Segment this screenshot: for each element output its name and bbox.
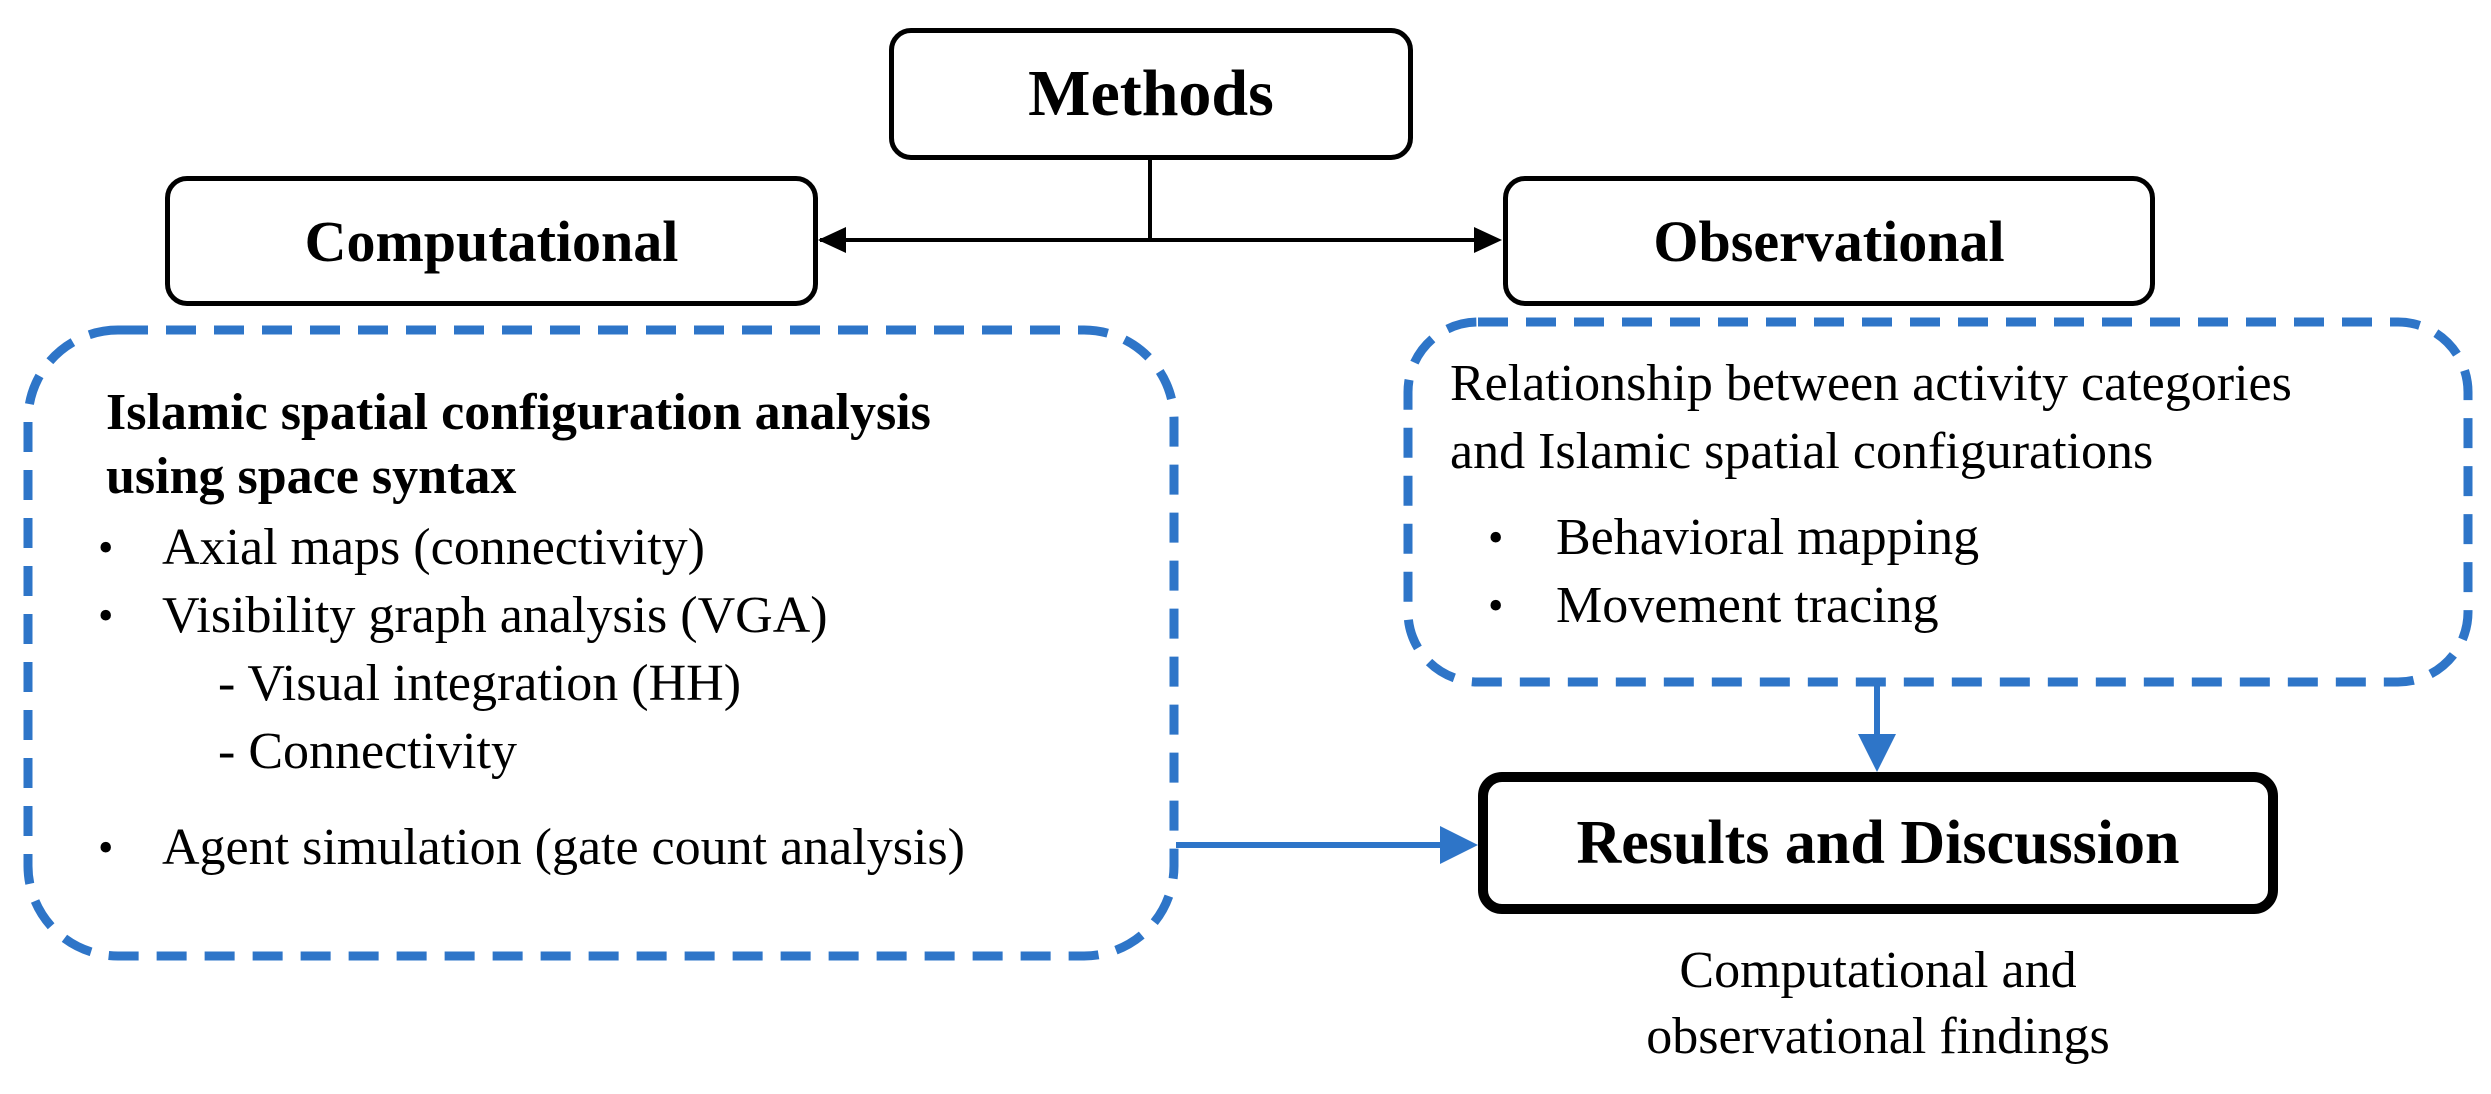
- bullet-dot: •: [98, 823, 114, 872]
- observational-description-line2: and Islamic spatial configurations: [1450, 423, 2154, 480]
- list-item-agent-simulation: Agent simulation (gate count analysis): [162, 819, 965, 876]
- list-item-behavioral-mapping: Behavioral mapping: [1556, 509, 1980, 566]
- arrowhead-results-top: [1858, 734, 1896, 772]
- computational-label: Computational: [304, 208, 679, 274]
- bullet-dot: •: [1488, 513, 1504, 562]
- observational-panel: Relationship between activity categories…: [1408, 322, 2468, 682]
- bullet-dot: •: [98, 591, 114, 640]
- methods-box: Methods: [889, 28, 1413, 160]
- computational-box: Computational: [165, 176, 818, 306]
- arrowhead-computational: [818, 227, 846, 253]
- observational-label: Observational: [1653, 208, 2005, 274]
- arrowhead-results-left: [1440, 826, 1478, 864]
- observational-box: Observational: [1503, 176, 2155, 306]
- computational-panel-border: [23, 325, 1179, 961]
- list-item-movement-tracing: Movement tracing: [1556, 577, 1939, 634]
- methods-title: Methods: [1028, 57, 1274, 130]
- bullet-dot: •: [1488, 581, 1504, 630]
- results-label: Results and Discussion: [1576, 808, 2180, 877]
- list-item-axial-maps: Axial maps (connectivity): [162, 519, 705, 576]
- computational-panel: Islamic spatial configuration analysis u…: [28, 330, 1174, 956]
- observational-description-line1: Relationship between activity categories: [1450, 355, 2292, 412]
- list-subitem-connectivity: - Connectivity: [218, 723, 517, 780]
- computational-heading-line2: using space syntax: [106, 448, 517, 505]
- list-subitem-visual-integration: - Visual integration (HH): [218, 655, 742, 712]
- results-caption: Computational and observational findings: [1478, 938, 2278, 1070]
- bullet-dot: •: [98, 523, 114, 572]
- results-caption-line2: observational findings: [1646, 1008, 2110, 1065]
- computational-heading-line1: Islamic spatial configuration analysis: [106, 384, 931, 441]
- list-item-vga: Visibility graph analysis (VGA): [162, 587, 828, 644]
- results-box: Results and Discussion: [1478, 772, 2278, 914]
- arrowhead-observational: [1474, 227, 1502, 253]
- observational-panel-border: [1403, 317, 2473, 687]
- results-caption-line1: Computational and: [1679, 942, 2077, 999]
